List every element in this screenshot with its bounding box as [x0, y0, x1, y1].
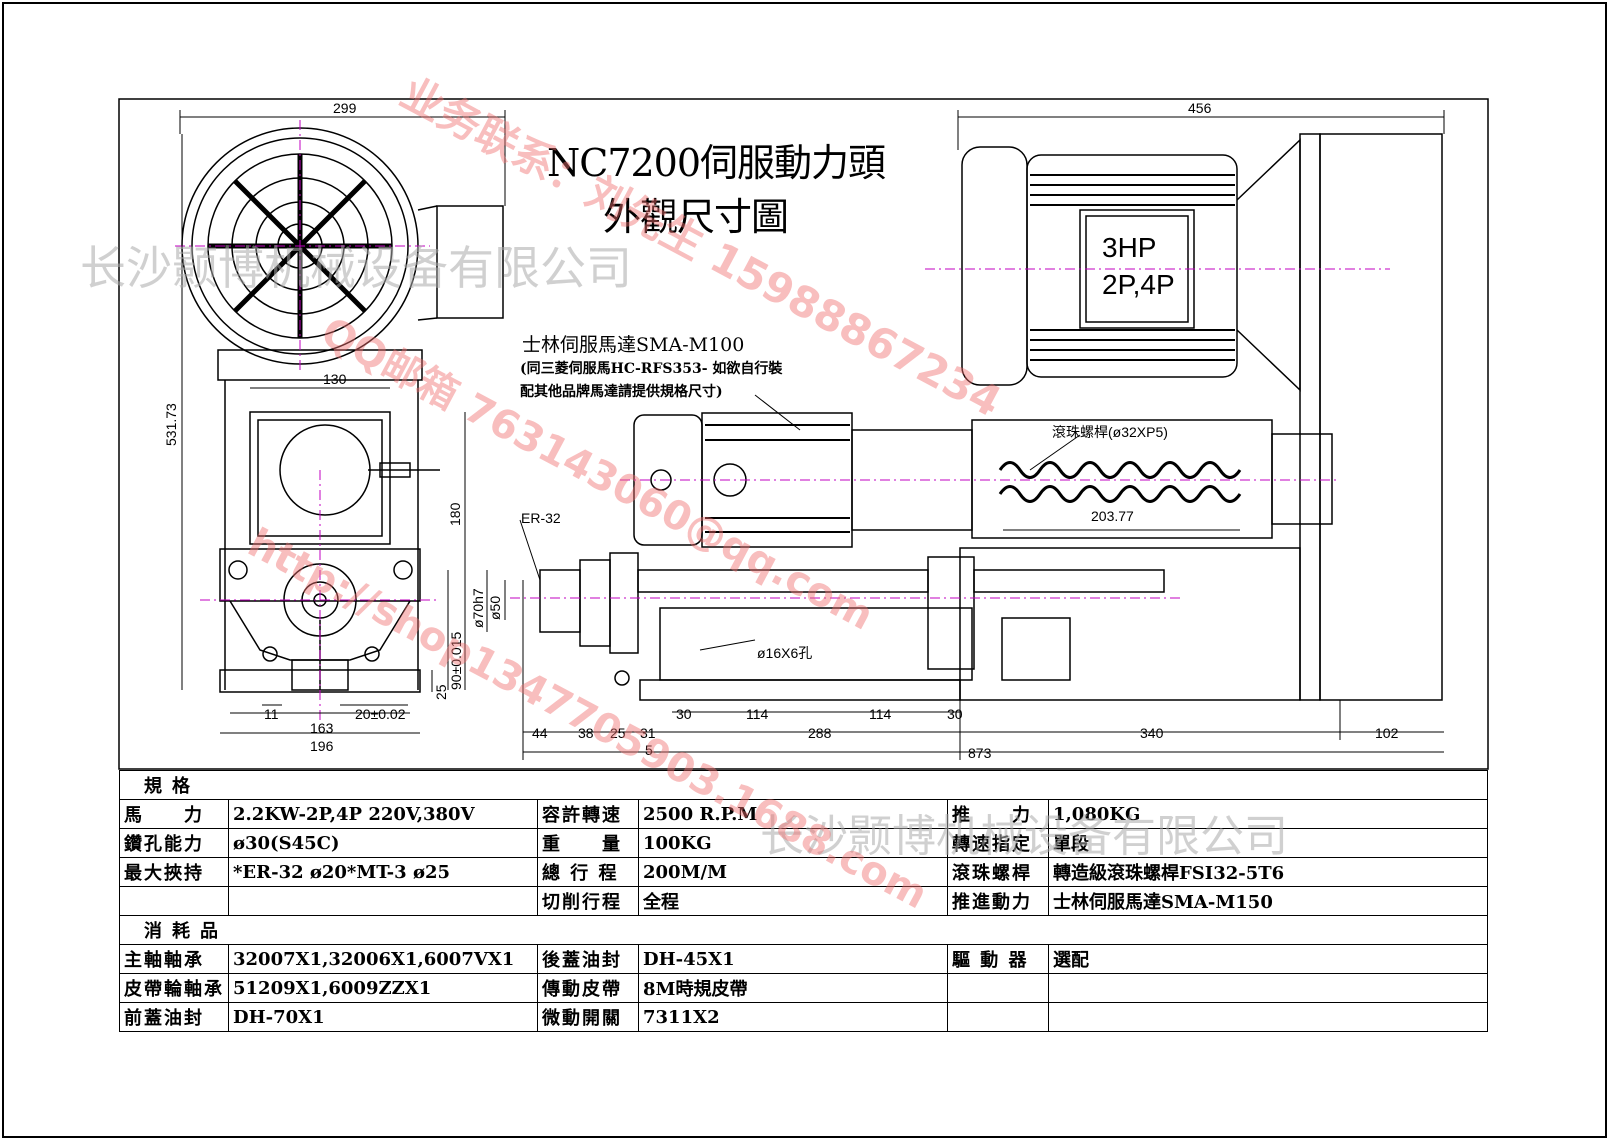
dim-25-vertical: 25 [433, 684, 449, 700]
dim-299: 299 [333, 100, 357, 116]
spec-value [228, 886, 538, 916]
consumable-value: 7311X2 [638, 1002, 948, 1032]
consumable-value: 32007X1,32006X1,6007VX1 [228, 944, 538, 974]
collet-label: ER-32 [521, 510, 561, 526]
dim-873: 873 [968, 745, 992, 761]
spec-label: 最大挾持 [119, 857, 229, 887]
motor-plate-line-2: 2P,4P [1102, 269, 1175, 300]
spec-value: 200M/M [638, 857, 948, 887]
drawing-subtitle: 外觀尺寸圖 [603, 195, 789, 239]
spec-value: 2.2KW-2P,4P 220V,380V [228, 799, 538, 829]
left-dimension-lines [179, 110, 506, 734]
consumable-value: DH-45X1 [638, 944, 948, 974]
spec-value: 2500 R.P.M [638, 799, 948, 829]
spec-value: 士林伺服馬達SMA-M150 [1048, 886, 1488, 916]
spec-value: 1,080KG [1048, 799, 1488, 829]
dim-114-a: 114 [746, 706, 769, 722]
spec-label: 重 量 [537, 828, 639, 858]
right-dimension-lines [486, 110, 1445, 760]
spec-label [119, 886, 229, 916]
consumable-label: 後蓋油封 [537, 944, 639, 974]
consumable-label [947, 1002, 1049, 1032]
dim-203: 203.77 [1091, 508, 1134, 524]
consumable-value: 51209X1,6009ZZX1 [228, 973, 538, 1003]
ball-screw-label: 滾珠螺桿(ø32XP5) [1052, 424, 1168, 440]
right-centerlines [510, 268, 1390, 599]
drawing-title: NC7200伺服動力頭 [547, 141, 886, 185]
spec-label: 鑽孔能力 [119, 828, 229, 858]
watermark-company-2: 长沙颢博机械设备有限公司 [760, 811, 1288, 862]
consumable-label: 驅 動 器 [947, 944, 1049, 974]
dim-531: 531.73 [163, 403, 179, 446]
dim-20: 20±0.02 [355, 706, 406, 722]
spec-label: 滾珠螺桿 [947, 857, 1049, 887]
dim-11: 11 [264, 706, 279, 722]
spec-value: 100KG [638, 828, 948, 858]
spec-label: 馬 力 [119, 799, 229, 829]
consumable-value [1048, 1002, 1488, 1032]
servo-motor-note-1: (同三菱伺服馬HC-RFS353- 如欲自行裝 [520, 361, 783, 377]
consumable-value: 選配 [1048, 944, 1488, 974]
consumable-label: 前蓋油封 [119, 1002, 229, 1032]
spec-value: ø30(S45C) [228, 828, 538, 858]
spec-value: 轉造級滾珠螺桿FSI32-5T6 [1048, 857, 1488, 887]
left-centerlines [175, 120, 440, 720]
dim-30-a: 30 [676, 706, 692, 722]
watermark-company-1: 长沙颢博机械设备有限公司 [80, 241, 632, 295]
consumable-label: 傳動皮帶 [537, 973, 639, 1003]
consumable-value [1048, 973, 1488, 1003]
dim-114-b: 114 [869, 706, 892, 722]
drawing-frame [118, 98, 1489, 770]
consumable-label: 皮帶輪軸承 [119, 973, 229, 1003]
consumable-label: 主軸軸承 [119, 944, 229, 974]
dim-5: 5 [645, 742, 653, 758]
spec-label: 容許轉速 [537, 799, 639, 829]
dim-70: ø70h7 [470, 588, 486, 628]
servo-motor-note-2: 配其他品牌馬達請提供規格尺寸) [520, 384, 723, 400]
dim-130: 130 [323, 371, 347, 387]
consumables-section-title: 消耗品 [119, 915, 1488, 945]
dim-196: 196 [310, 738, 334, 754]
spec-section-title: 規格 [119, 770, 1488, 800]
spec-value: *ER-32 ø20*MT-3 ø25 [228, 857, 538, 887]
dim-30-b: 30 [947, 706, 963, 722]
consumable-label [947, 973, 1049, 1003]
dim-25-horizontal: 25 [610, 725, 626, 741]
dim-31: 31 [640, 725, 656, 741]
dim-456: 456 [1188, 100, 1212, 116]
motor-plate-line-1: 3HP [1102, 232, 1157, 263]
dim-288: 288 [808, 725, 832, 741]
dim-340: 340 [1140, 725, 1164, 741]
dim-163: 163 [310, 720, 334, 736]
spec-row: 切削行程全程推進動力士林伺服馬達SMA-M150 [119, 886, 1488, 916]
consumable-value: 8M時規皮帶 [638, 973, 948, 1003]
spec-label: 切削行程 [537, 886, 639, 916]
spec-label: 總 行 程 [537, 857, 639, 887]
dim-38: 38 [578, 725, 594, 741]
consumable-label: 微動開關 [537, 1002, 639, 1032]
spec-label: 推進動力 [947, 886, 1049, 916]
consumable-value: DH-70X1 [228, 1002, 538, 1032]
holes-label: ø16X6孔 [757, 645, 813, 661]
dim-102: 102 [1375, 725, 1399, 741]
dim-50: ø50 [487, 595, 503, 620]
servo-motor-label: 士林伺服馬達SMA-M100 [522, 334, 745, 356]
dim-44: 44 [532, 725, 548, 741]
spec-value: 單段 [1048, 828, 1488, 858]
dim-180: 180 [447, 502, 463, 526]
